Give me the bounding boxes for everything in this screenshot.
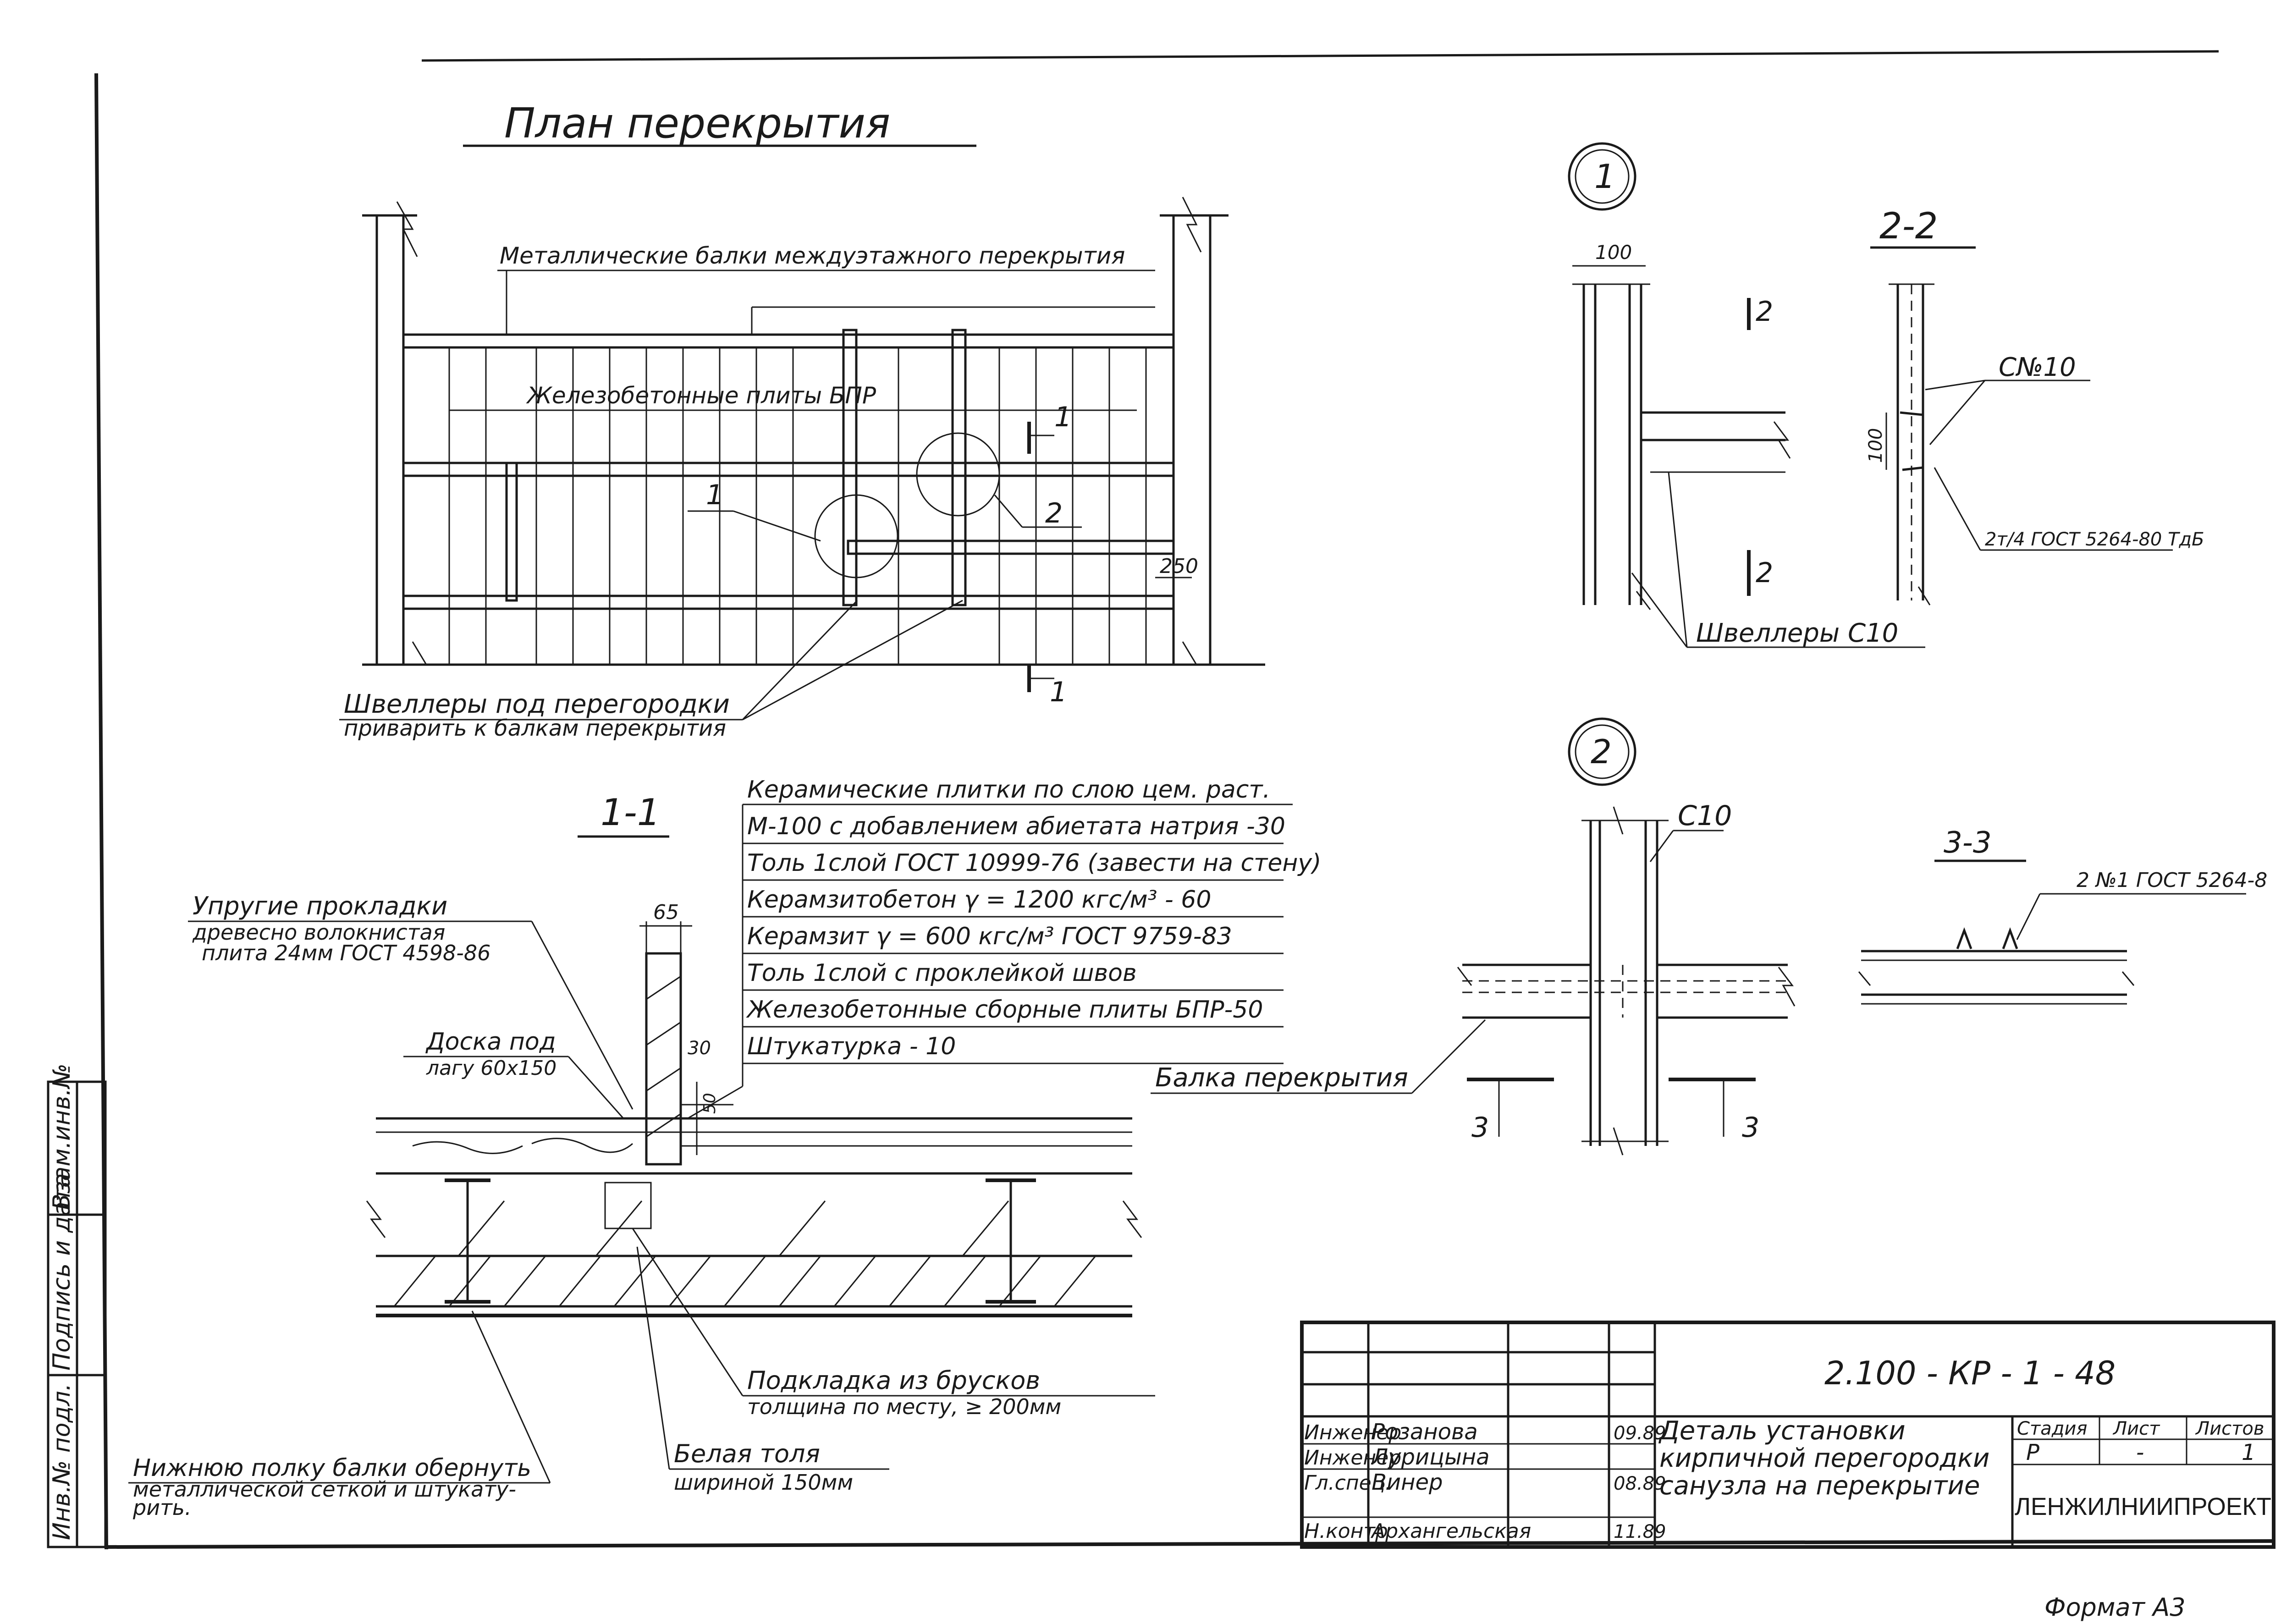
layer-6: Толь 1слой с проклейкой швов — [747, 959, 1137, 987]
tb-description-2: кирпичной перегородки — [1659, 1443, 1989, 1473]
section-2-2: 2-2 С№10 100 2т/4 ГОСТ 5264-80 ТдБ — [1865, 206, 2204, 606]
side-stamp-cell-3: Инв.№ подл. — [48, 1383, 76, 1540]
title-block: 2.100 - КР - 1 - 48 Инженер Розанова 09.… — [1300, 1321, 2275, 1549]
section-3-3: 3-3 2 №1 ГОСТ 5264-8 — [1858, 826, 2267, 1005]
tb-sheets-header: Листов — [2195, 1418, 2264, 1439]
plan-label-slabs: Железобетонные плиты БПР — [526, 382, 876, 409]
section-2-2-dim-100: 100 — [1865, 428, 1886, 463]
tb-date-4: 11.89 — [1614, 1521, 1666, 1542]
board-1: Доска под — [425, 1028, 556, 1056]
section-1-1-title: 1-1 — [601, 791, 661, 834]
tb-description-3: санузла на перекрытие — [1659, 1471, 1980, 1501]
section-1-1-ibeam-right — [986, 1178, 1036, 1304]
detail-2-section-mark-right: 3 — [1742, 1112, 1759, 1144]
wrap-2: металлической сеткой и штукату- — [133, 1477, 516, 1502]
section-3-3-weld-label: 2 №1 ГОСТ 5264-8 — [2077, 869, 2267, 892]
detail-2: 2 С10 Балка перекрытия 3 3 — [1151, 717, 1796, 1156]
tb-role-1: Инженер — [1304, 1421, 1401, 1444]
bars-1: Подкладка из брусков — [747, 1366, 1040, 1395]
elastic-pads-1: Упругие прокладки — [193, 892, 447, 920]
tb-stage-value: Р — [2026, 1440, 2039, 1465]
plan-channels-note-2: приварить к балкам перекрытия — [344, 716, 726, 741]
side-stamp-cell-2: Подпись и дата — [48, 1173, 76, 1371]
elastic-pads-2: древесно волокнистая — [192, 920, 445, 945]
tb-sheet-value: - — [2136, 1440, 2144, 1465]
plan-section-mark-bottom: 1 — [1050, 676, 1067, 708]
ruberoid-2: шириной 150мм — [674, 1470, 853, 1495]
section-1-1-dim-65: 65 — [653, 901, 679, 924]
layer-stack: Керамические плитки по слою цем. раст. М… — [687, 776, 1321, 1119]
detail-1-marker: 1 — [1594, 157, 1615, 196]
plan-callout-2: 2 — [1045, 497, 1063, 529]
bars-2: толщина по месту, ≥ 200мм — [747, 1394, 1061, 1419]
wrap-3: рить. — [132, 1495, 192, 1520]
board-2: лагу 60х150 — [426, 1057, 556, 1080]
detail-1-section-mark-bottom: 2 — [1756, 557, 1773, 589]
detail-2-marker: 2 — [1591, 732, 1612, 771]
tb-organization: ЛЕНЖИЛНИИПРОЕКТ — [2015, 1493, 2271, 1520]
layer-7: Железобетонные сборные плиты БПР-50 — [746, 996, 1263, 1024]
section-2-2-weld-label: 2т/4 ГОСТ 5264-80 ТдБ — [1985, 529, 2204, 550]
tb-name-1: Розанова — [1372, 1419, 1478, 1445]
plan-dim-250: 250 — [1160, 555, 1198, 578]
detail-1-section-mark-top: 2 — [1756, 296, 1773, 328]
layer-5: Керамзит γ = 600 кгс/м³ ГОСТ 9759-83 — [747, 923, 1232, 950]
format-label: Формат А3 — [2044, 1593, 2186, 1622]
side-stamp-cell-1: Взам.инв.№ — [48, 1063, 76, 1210]
plan-slab-joints — [448, 348, 1147, 665]
section-1-1-ibeam-left — [445, 1178, 490, 1304]
tb-name-3: Винер — [1372, 1470, 1443, 1495]
section-2-2-channel-label: С№10 — [1999, 352, 2076, 382]
plan-callout-circle-2 — [916, 432, 1000, 517]
tb-role-4: Н.контр — [1304, 1519, 1388, 1543]
tb-sheet-header: Лист — [2112, 1418, 2160, 1439]
detail-1-dim-100: 100 — [1595, 241, 1632, 264]
plan-label-metal-beams: Металлические балки междуэтажного перекр… — [500, 242, 1125, 269]
plan-channels — [505, 329, 967, 606]
section-1-1-dim-50: 50 — [700, 1093, 719, 1114]
tb-date-1: 09.89 — [1614, 1423, 1666, 1444]
tb-stage-header: Стадия — [2017, 1418, 2087, 1439]
layer-3: Толь 1слой ГОСТ 10999-76 (завести на сте… — [747, 849, 1321, 877]
tb-name-2: Лурицына — [1371, 1444, 1490, 1470]
detail-1: 1 100 2 2 Швеллеры С10 — [1568, 142, 1925, 648]
plan-callout-circle-1 — [814, 494, 898, 578]
plan-callout-1: 1 — [706, 479, 723, 511]
tb-role-2: Инженер — [1304, 1446, 1401, 1470]
tb-sheets-value: 1 — [2242, 1440, 2256, 1465]
plan-title: План перекрытия — [504, 99, 890, 148]
side-stamp: Взам.инв.№ Подпись и дата Инв.№ подл. — [47, 1063, 107, 1548]
slab-hatching — [393, 1200, 1096, 1307]
ruberoid-1: Белая толя — [674, 1439, 820, 1468]
layer-8: Штукатурка - 10 — [747, 1033, 956, 1060]
layer-2: М-100 с добавлением абиетата натрия -30 — [747, 813, 1285, 840]
title-code: 2.100 - КР - 1 - 48 — [1824, 1354, 2116, 1392]
section-1-1-dim-30: 30 — [688, 1038, 711, 1059]
wrap-1: Нижнюю полку балки обернуть — [133, 1454, 531, 1482]
layer-1: Керамические плитки по слою цем. раст. — [747, 776, 1270, 804]
section-1-1: 1-1 65 30 50 — [128, 791, 1155, 1520]
plan-beams — [402, 333, 1175, 610]
detail-2-section-mark-left: 3 — [1471, 1112, 1489, 1144]
elastic-pads-3: плита 24мм ГОСТ 4598-86 — [202, 941, 490, 965]
detail-2-channel-label: С10 — [1678, 800, 1732, 832]
tb-date-3: 08.89 — [1614, 1473, 1666, 1494]
detail-2-beam-label: Балка перекрытия — [1155, 1063, 1408, 1093]
tb-role-3: Гл.спец. — [1304, 1471, 1392, 1495]
section-2-2-title: 2-2 — [1879, 206, 1938, 247]
tb-name-4: Архангельская — [1370, 1519, 1531, 1543]
tb-description-1: Деталь установки — [1658, 1416, 1906, 1446]
plan-view: План перекрытия — [339, 99, 1265, 741]
section-3-3-title: 3-3 — [1944, 826, 1992, 860]
detail-1-channels-label: Швеллеры С10 — [1696, 618, 1898, 648]
plan-section-mark-top: 1 — [1054, 401, 1072, 433]
layer-4: Керамзитобетон γ = 1200 кгс/м³ - 60 — [747, 886, 1211, 914]
plan-channels-note-1: Швеллеры под перегородки — [344, 689, 730, 719]
